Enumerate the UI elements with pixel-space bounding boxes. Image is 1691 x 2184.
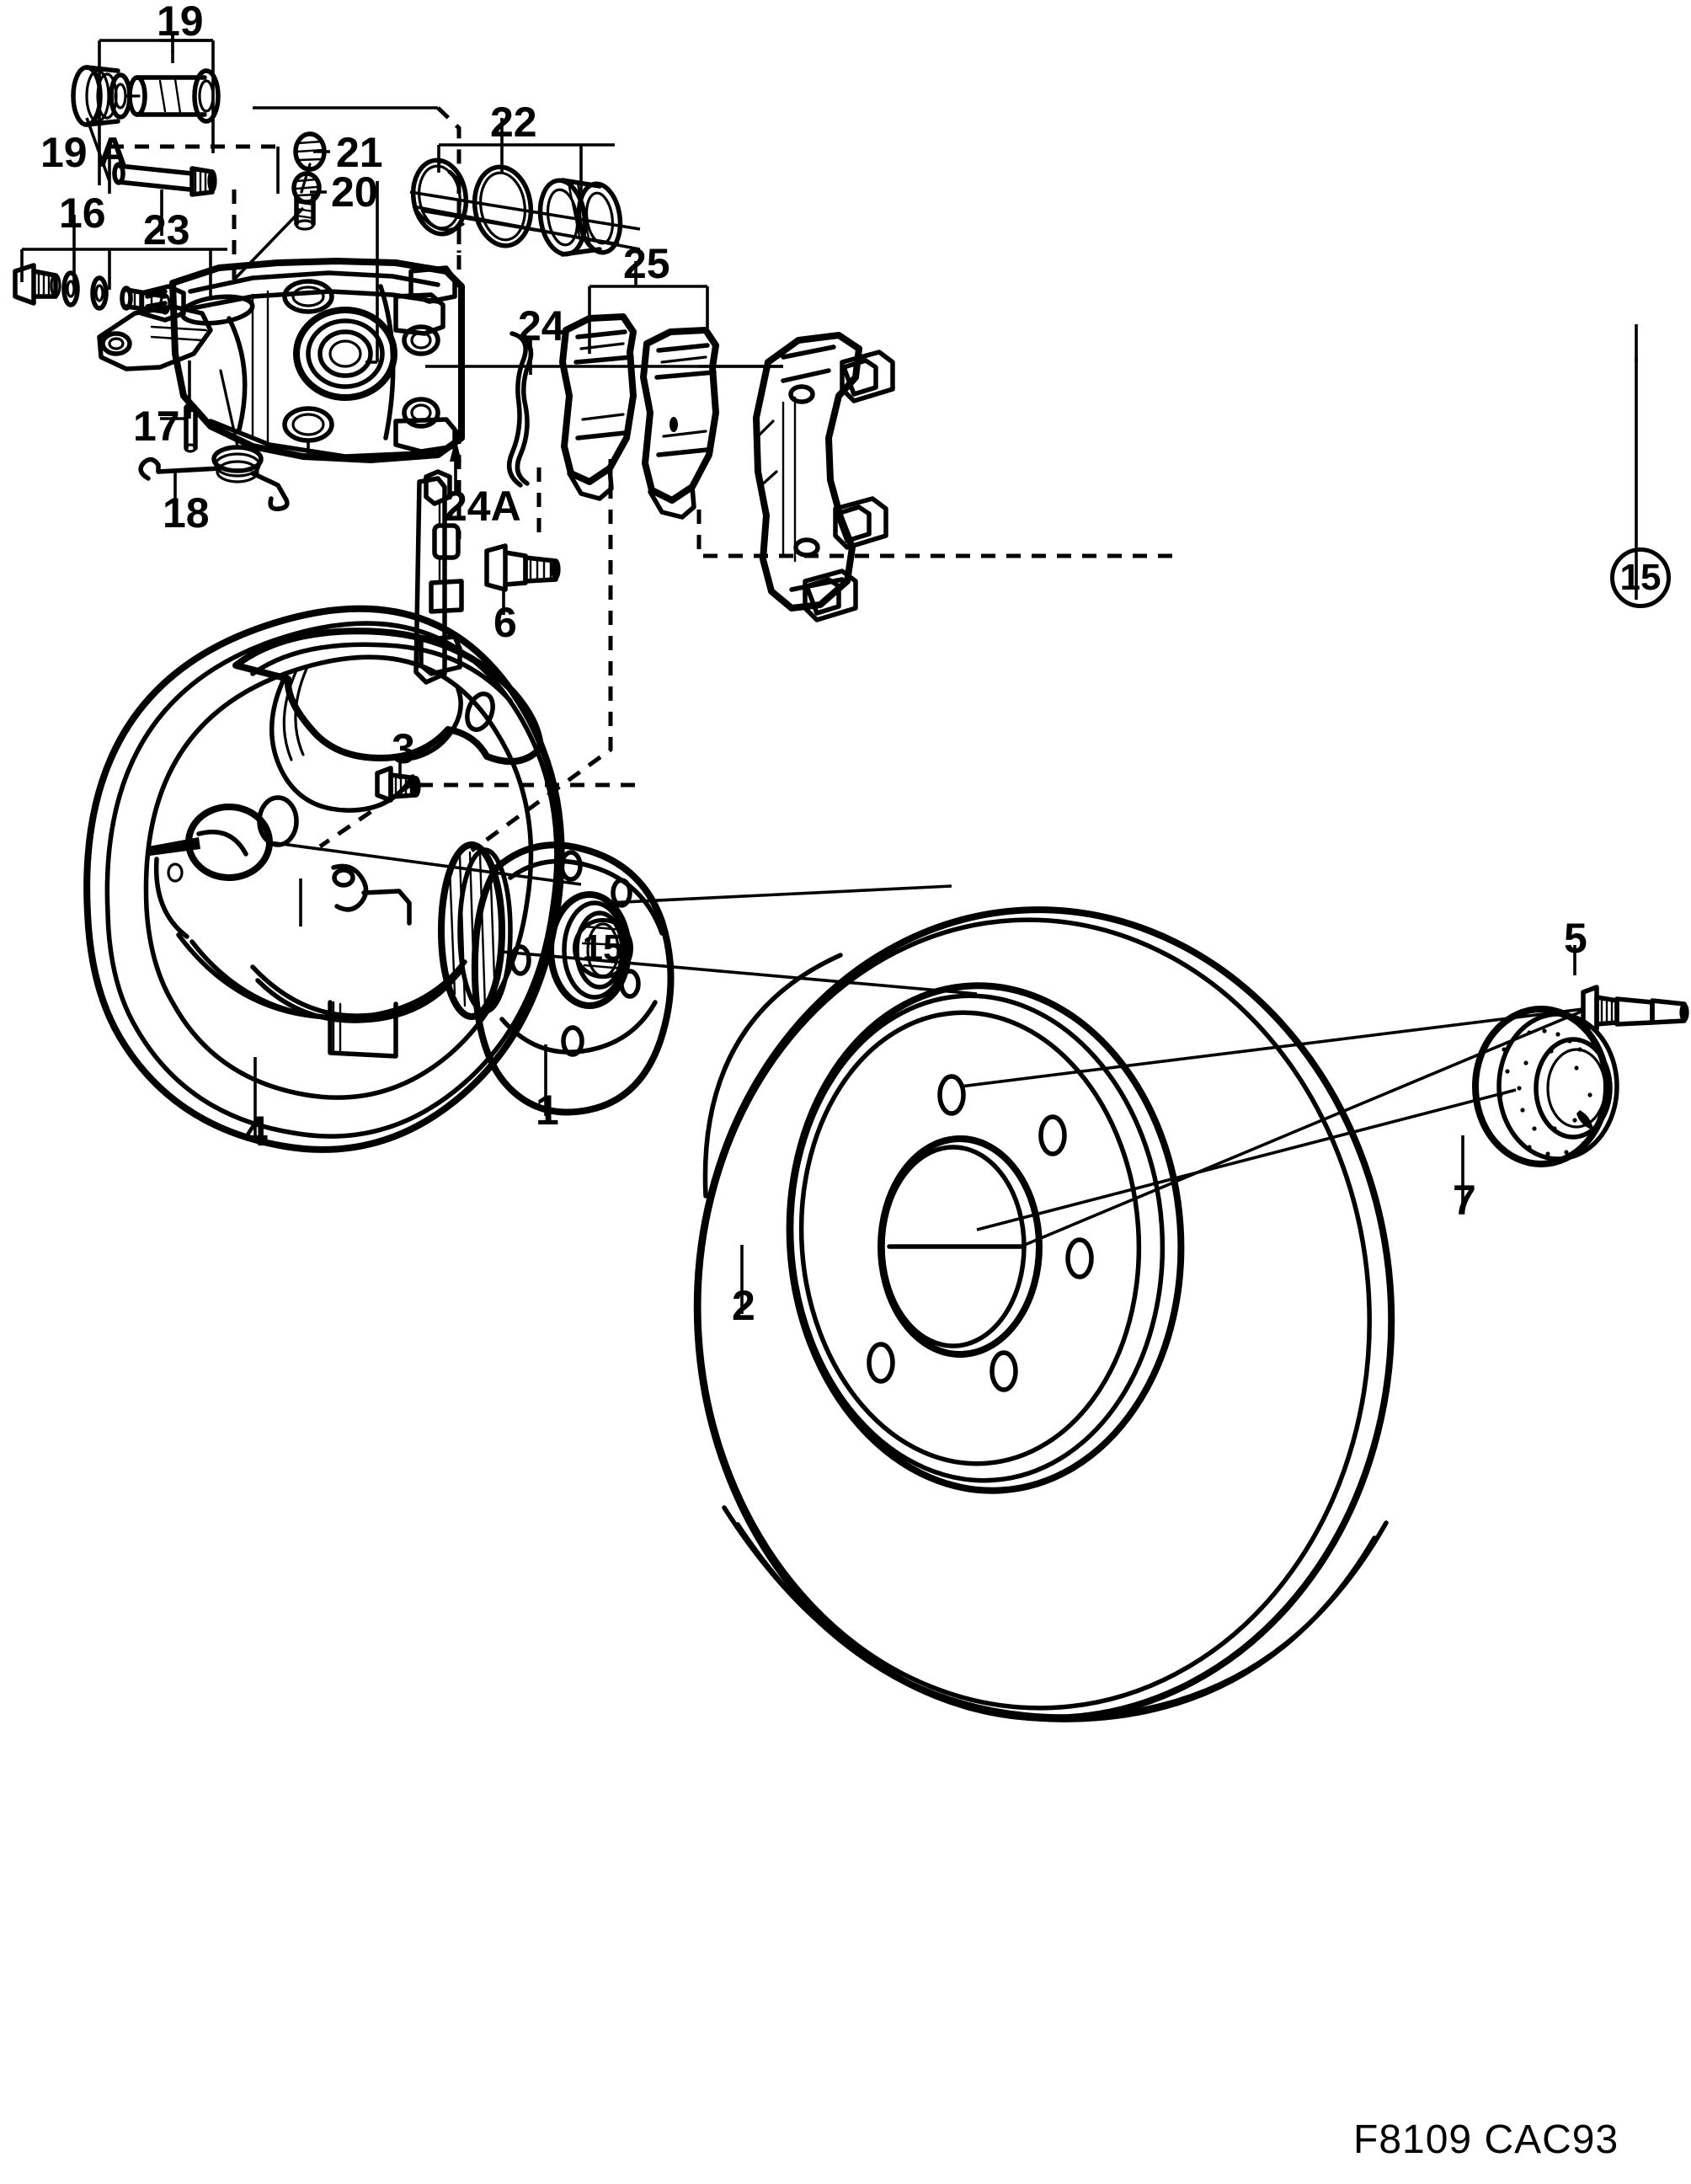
callout-19a: 19 A — [40, 129, 128, 176]
callout-7: 7 — [1453, 1177, 1476, 1224]
callout-1: 1 — [536, 1087, 559, 1134]
callout-25: 25 — [623, 240, 670, 287]
callout-4: 4 — [244, 1108, 268, 1155]
callout-3: 3 — [392, 725, 415, 772]
callout-5: 5 — [1564, 915, 1587, 962]
callout-15-caliper: 15 — [573, 918, 633, 979]
callout-15-carrier: 15 — [1610, 547, 1671, 608]
callout-19: 19 — [157, 0, 204, 45]
callout-17: 17 — [133, 403, 180, 450]
callout-21: 21 — [336, 129, 383, 176]
callout-16: 16 — [59, 190, 106, 237]
callout-20: 20 — [331, 168, 378, 216]
callout-22: 22 — [490, 99, 537, 146]
callout-24a: 24A — [444, 483, 521, 530]
callout-24: 24 — [518, 302, 565, 350]
callout-6: 6 — [493, 599, 517, 646]
callout-18: 18 — [163, 489, 210, 537]
callout-23: 23 — [143, 206, 190, 254]
callout-2: 2 — [732, 1282, 755, 1329]
drawing-code-footer: F8109 CAC93 — [1353, 2117, 1619, 2162]
